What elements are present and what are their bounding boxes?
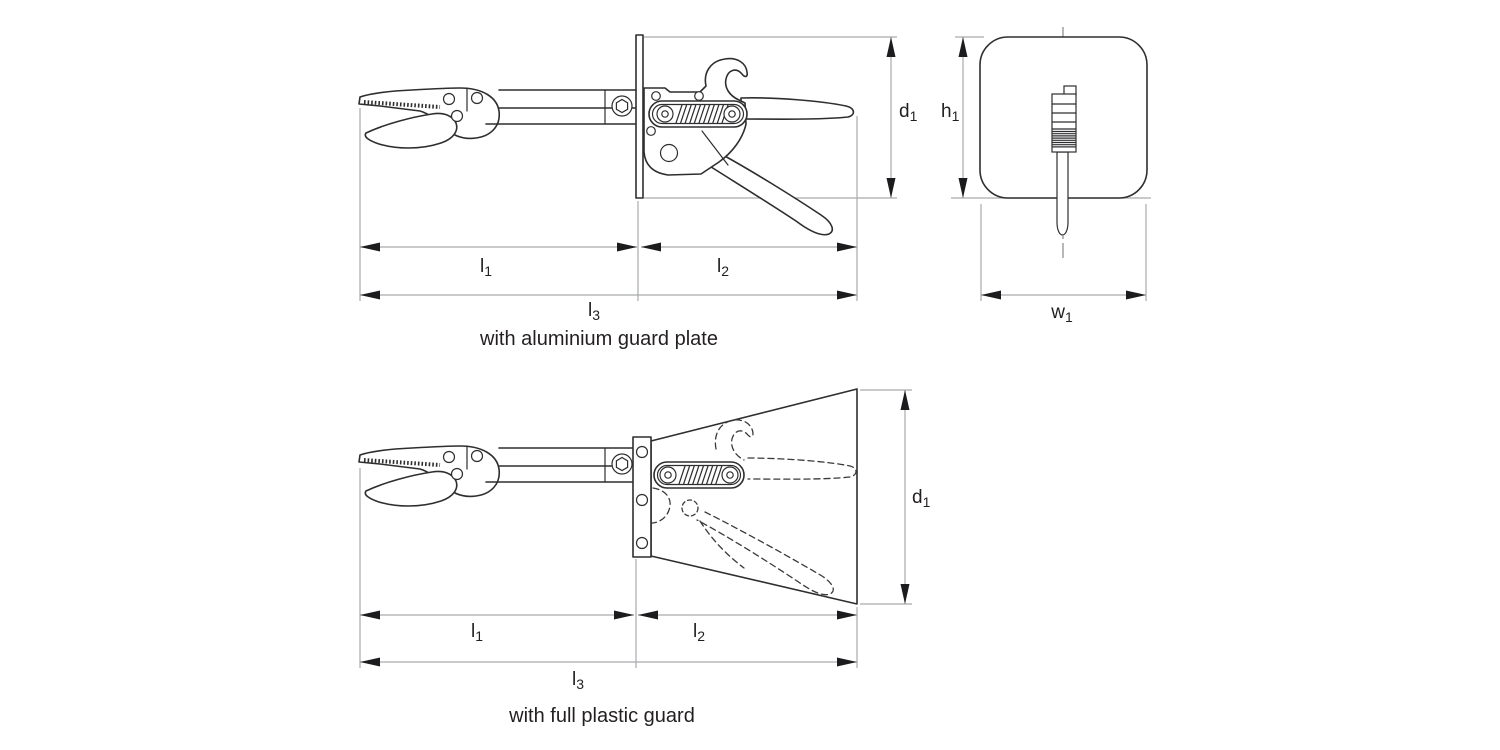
handle-crease	[701, 130, 729, 166]
cutter-head-bottom	[357, 444, 638, 508]
body-rivet	[694, 91, 704, 101]
spring	[648, 100, 748, 128]
body-rivet	[646, 126, 656, 136]
extension-lines	[359, 389, 912, 668]
lower-handle	[696, 147, 834, 236]
top-side-view: d1 l1 l2 l3 with aluminium guard plate	[357, 34, 918, 350]
dim-label-l3-top: l3	[588, 300, 600, 323]
dim-label-h1: h1	[941, 101, 960, 124]
bottom-side-view: d1 l1 l2 l3 with full plastic guard	[357, 388, 931, 727]
dim-label-l2-top: l2	[717, 256, 729, 279]
upper-handle	[740, 97, 855, 120]
body-rivet	[651, 91, 661, 101]
dim-label-l1-bottom: l1	[471, 621, 483, 644]
dim-arrows-top	[360, 37, 896, 300]
dim-lines-front	[962, 37, 1146, 296]
dim-label-l2-bottom: l2	[693, 621, 705, 644]
spring	[653, 461, 745, 489]
caption-aluminium-guard: with aluminium guard plate	[479, 328, 718, 350]
dim-lines-l-top	[360, 246, 857, 296]
dim-label-l1-top: l1	[480, 256, 492, 279]
dim-lines-l-bottom	[360, 614, 857, 663]
hidden-handle-outlines	[648, 419, 857, 596]
tool-end-view	[1051, 85, 1077, 236]
dim-label-d1-bottom: d1	[912, 487, 931, 510]
body-pivot	[659, 143, 679, 163]
dim-label-w1: w1	[1050, 302, 1073, 325]
dim-label-l3-bottom: l3	[572, 669, 584, 692]
cutter-head-top	[357, 86, 638, 150]
extension-lines	[359, 36, 897, 301]
dim-arrows-front	[958, 37, 1146, 300]
aluminium-guard-plate	[635, 34, 644, 199]
caption-full-plastic-guard: with full plastic guard	[508, 705, 695, 727]
dim-arrows-bottom	[360, 390, 910, 667]
full-plastic-guard	[650, 388, 858, 605]
mounting-bar	[632, 436, 652, 558]
dim-label-d1-top: d1	[899, 101, 918, 124]
front-view: h1 w1	[941, 27, 1151, 325]
